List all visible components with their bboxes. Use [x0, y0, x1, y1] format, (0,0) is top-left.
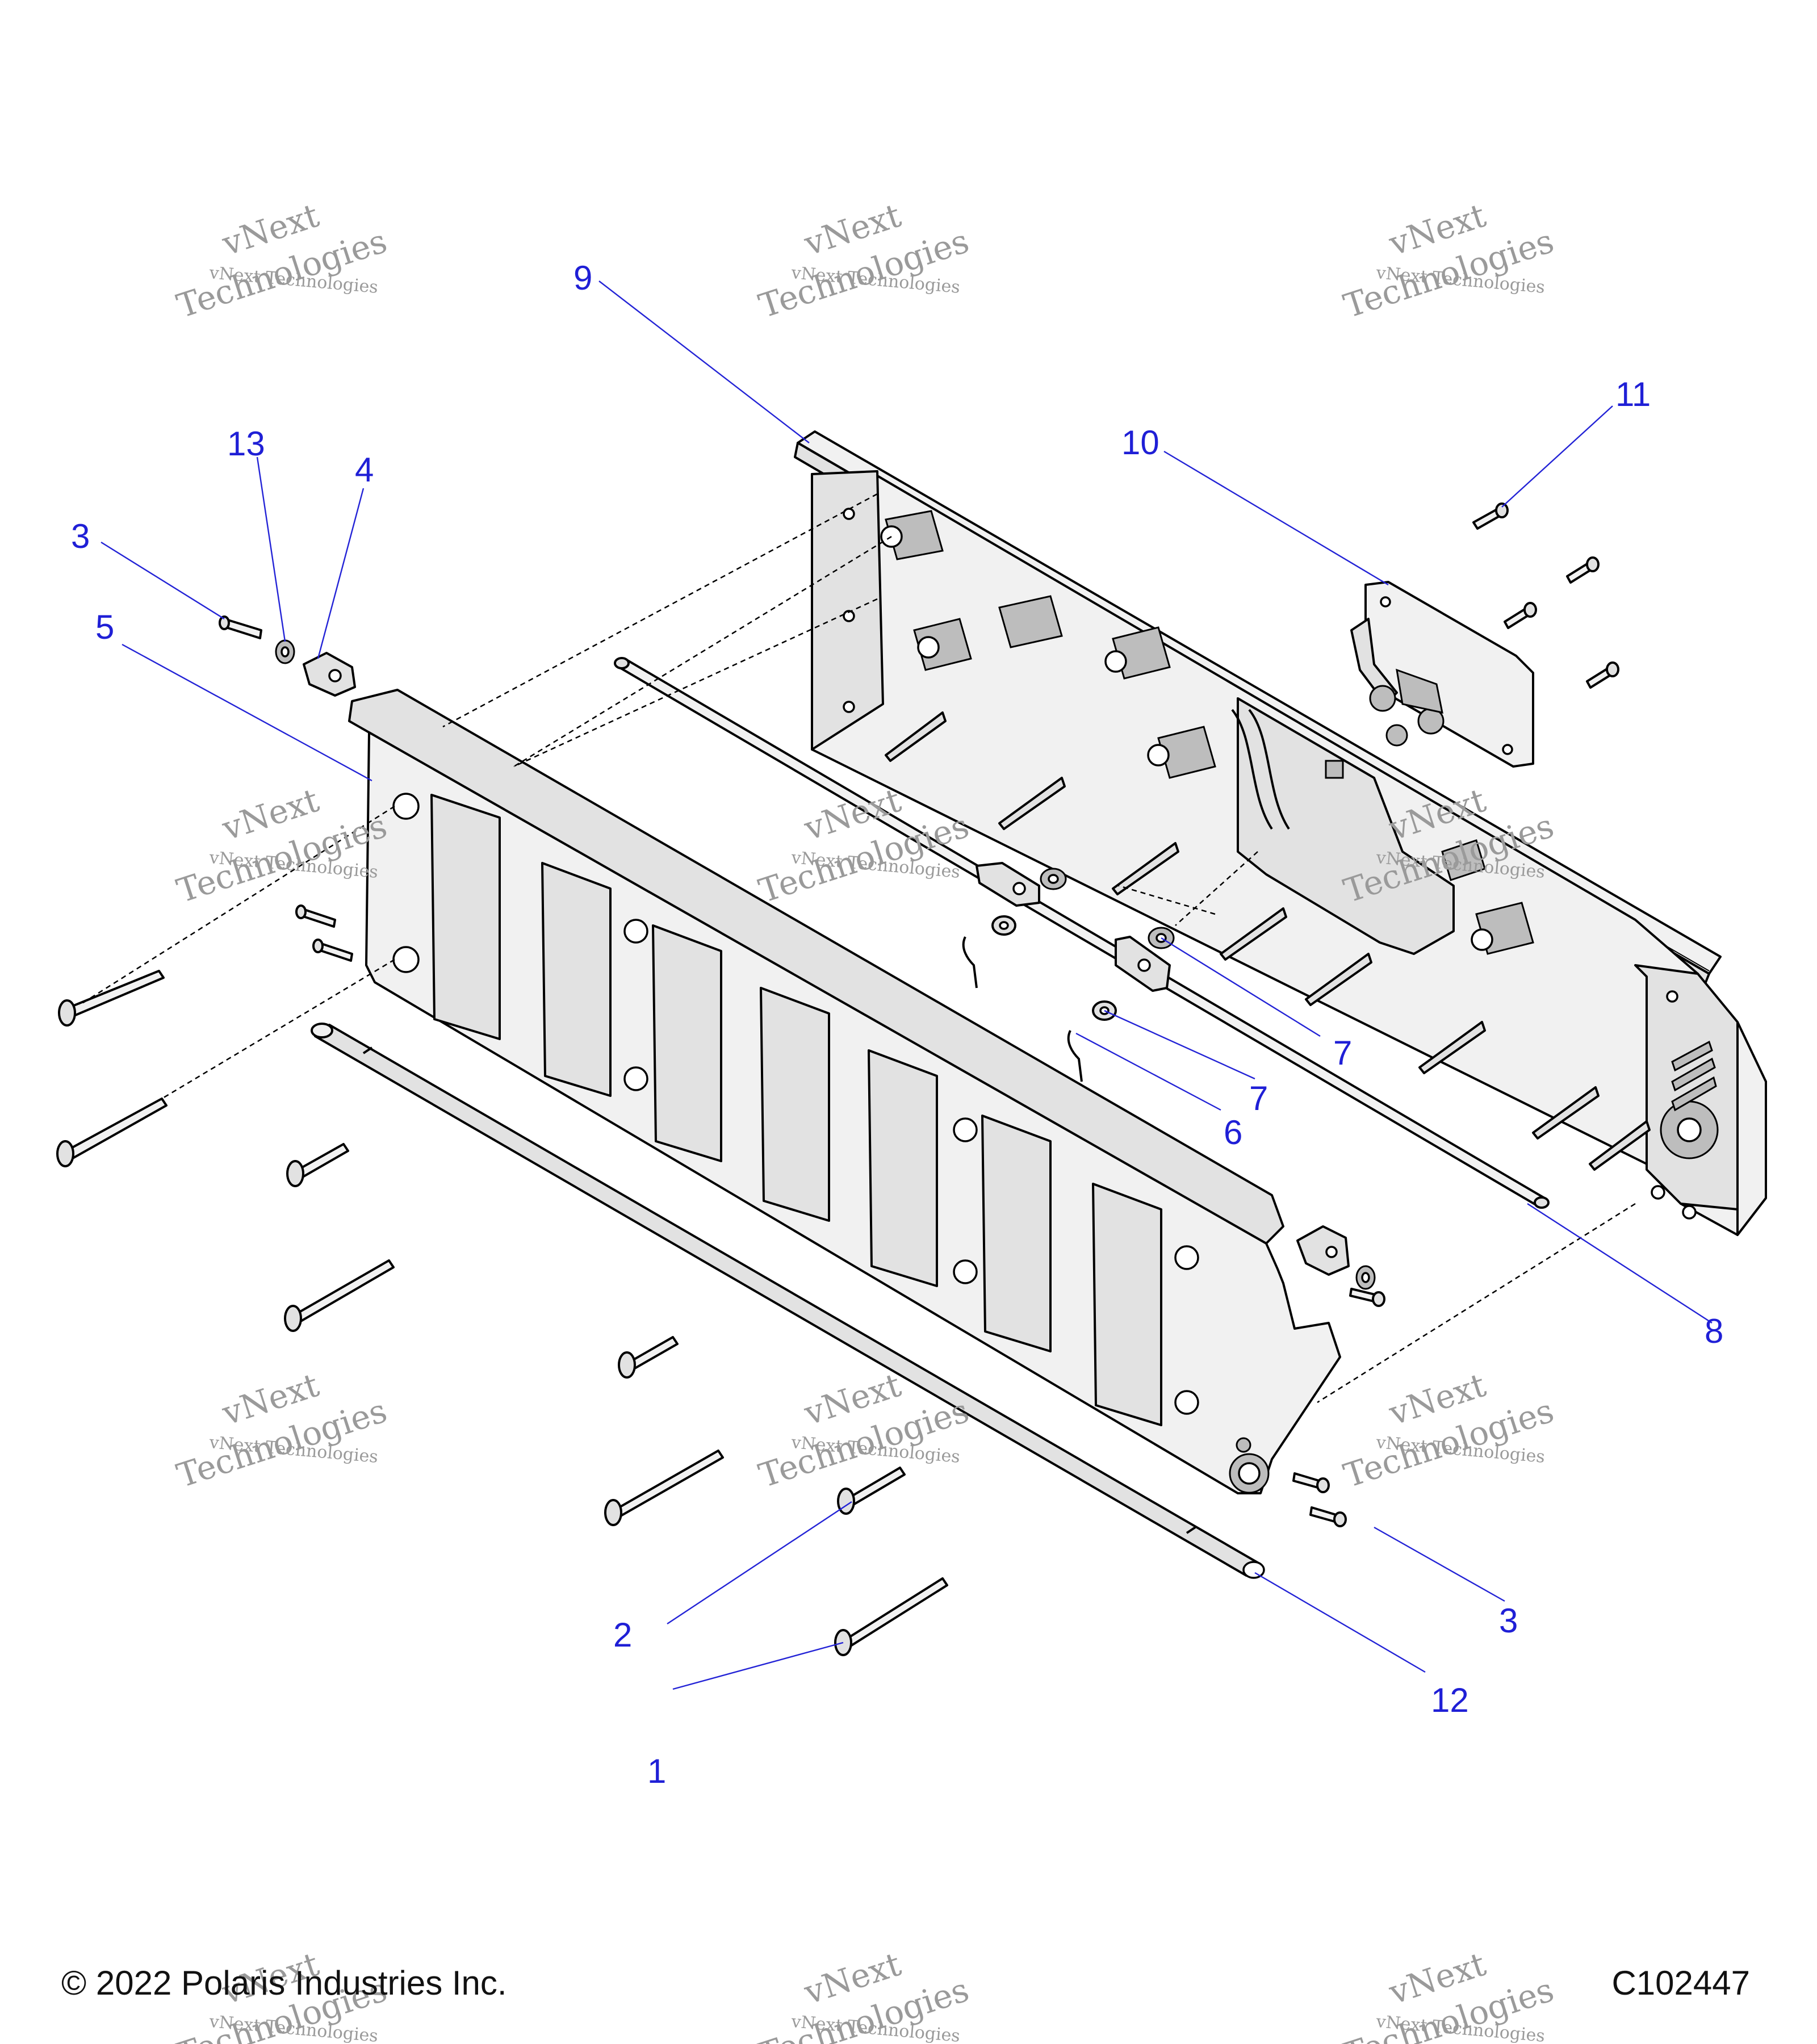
latch-plate — [1350, 581, 1534, 768]
hardware-left — [219, 615, 356, 697]
callout-11: 11 — [1615, 375, 1651, 413]
rivets — [56, 904, 948, 1656]
callout-8: 8 — [1705, 1312, 1723, 1350]
callout-labels: 1 2 3 3 4 5 6 7 7 8 9 10 11 12 13 — [71, 259, 1723, 1790]
callout-12: 12 — [1431, 1681, 1469, 1719]
rod-8 — [614, 657, 1550, 1209]
callout-4: 4 — [355, 451, 374, 489]
copyright-text: © 2022 Polaris Industries Inc. — [61, 1964, 507, 2002]
callout-9: 9 — [573, 259, 592, 297]
callout-5: 5 — [95, 608, 114, 646]
callout-2: 2 — [613, 1616, 632, 1654]
panel-ribs — [885, 711, 1651, 1171]
callout-3-upper: 3 — [71, 517, 90, 555]
callout-6: 6 — [1224, 1113, 1242, 1151]
tailgate-outer-panel — [794, 430, 1767, 1236]
hardware-bottom-pins — [1292, 1472, 1347, 1527]
hinge-brackets — [880, 510, 1534, 955]
tailgate-inner-panel — [348, 689, 1341, 1494]
step-pads — [430, 794, 1162, 1426]
washers-and-clips — [962, 862, 1175, 1082]
hardware-right — [1296, 1225, 1385, 1307]
callout-10: 10 — [1121, 424, 1159, 462]
callout-13: 13 — [227, 425, 265, 463]
callout-7-lower: 7 — [1249, 1079, 1268, 1117]
rod-12 — [311, 1023, 1265, 1579]
drawing-code: C102447 — [1611, 1964, 1750, 2002]
callout-3-lower: 3 — [1499, 1602, 1518, 1640]
callout-7-upper: 7 — [1333, 1034, 1352, 1072]
alignment-lines — [79, 493, 1636, 1404]
callout-1: 1 — [647, 1752, 666, 1790]
leader-lines — [101, 280, 1713, 1690]
latch-screws — [1472, 502, 1619, 689]
